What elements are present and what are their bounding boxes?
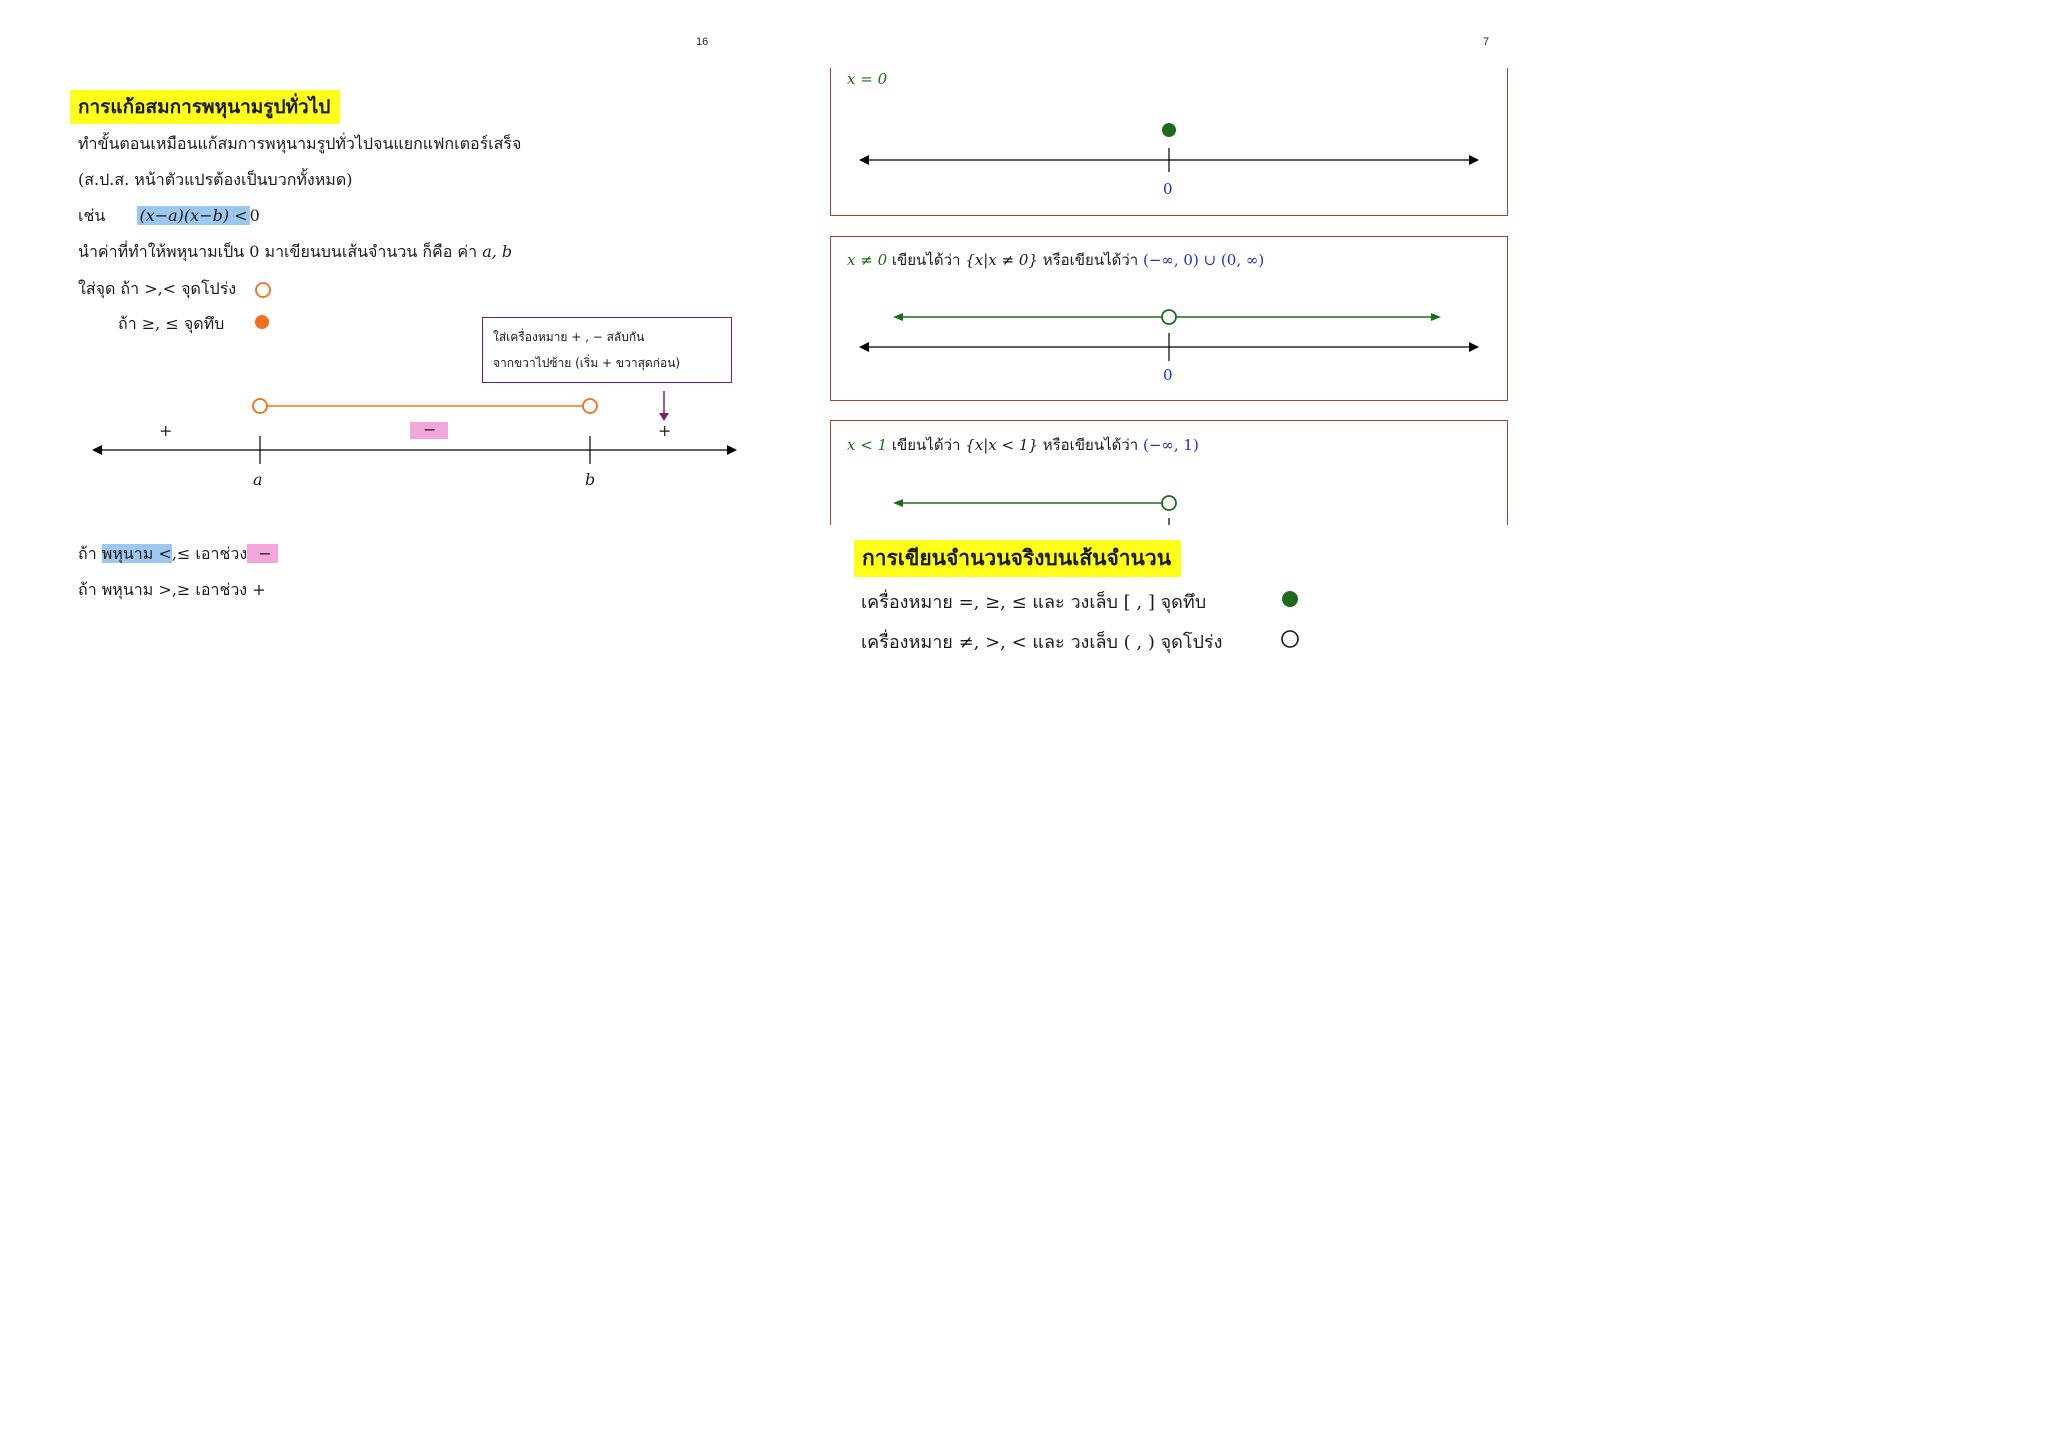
sign-middle: − (423, 420, 437, 439)
box2-text2: หรือเขียนได้ว่า (1037, 251, 1143, 269)
sign-left: + (159, 421, 173, 440)
box3-text2: หรือเขียนได้ว่า (1037, 436, 1143, 454)
box2-text1: เขียนได้ว่า (887, 251, 966, 269)
box1-number-line (859, 123, 1479, 172)
rule-lt-poly: พหุนาม < (101, 544, 172, 563)
box2-right-arrow-icon (1469, 342, 1479, 352)
instruction-line-4: นำค่าที่ทำให้พหุนามเป็น 0 มาเขียนบนเส้นจ… (78, 240, 512, 265)
rule-lt-rest: ,≤ เอาช่วง (171, 544, 248, 563)
box3-text1: เขียนได้ว่า (887, 436, 966, 454)
box2-tick-label: 0 (1163, 366, 1173, 384)
box3-set: {x|x < 1} (965, 436, 1038, 454)
axis-right-arrow-icon (727, 445, 737, 455)
box3-expr: x < 1 (847, 436, 888, 454)
example-line: เช่น (x−a)(x−b) <0 (78, 204, 260, 229)
box3-open-dot (1161, 495, 1177, 511)
box3-interval: (−∞, 1) (1142, 436, 1199, 454)
box2-number-line (859, 309, 1479, 361)
rule-greater-than: ถ้า พหุนาม >,≥ เอาช่วง + (78, 580, 266, 599)
box1-tick-label: 0 (1163, 180, 1173, 198)
instruction-line-1: ทำขั้นตอนเหมือนแก้สมการพหุนามรูปทั่วไปจน… (78, 134, 522, 153)
axis-left-arrow-icon (92, 445, 102, 455)
number-line-diagram (92, 391, 737, 464)
instruction-line-4-text: นำค่าที่ทำให้พหุนามเป็น 0 มาเขียนบนเส้นจ… (78, 242, 478, 261)
right-page: 7 x = 0 0 x ≠ 0 เขียนได้ว่า {x|x ≠ 0} หร… (784, 0, 1568, 1108)
box2-set: {x|x ≠ 0} (965, 251, 1038, 269)
instruction-line-4-vars: a, b (482, 242, 513, 261)
instruction-line-2: (ส.ป.ส. หน้าตัวแปรต้องเป็นบวกทั้งหมด) (78, 170, 353, 189)
rule-lt-sign: − (247, 544, 278, 563)
box3-expression: x < 1 เขียนได้ว่า {x|x < 1} หรือเขียนได้… (847, 433, 1199, 457)
page-number: 7 (1483, 36, 1490, 48)
example-expression: (x−a)(x−b) < (137, 206, 250, 225)
example-box-not-equal: x ≠ 0 เขียนได้ว่า {x|x ≠ 0} หรือเขียนได้… (830, 236, 1508, 401)
left-page: 16 การแก้อสมการพหุนามรูปทั่วไป ทำขั้นตอน… (0, 0, 784, 1108)
section-heading: การแก้อสมการพหุนามรูปทั่วไป (70, 90, 341, 124)
box2-ray-right-arrow-icon (1431, 313, 1441, 321)
closed-dot-icon (255, 315, 269, 329)
rule-lt-prefix: ถ้า (78, 544, 97, 563)
legend-open-rule: เครื่องหมาย ≠, >, < และ วงเล็บ ( , ) จุด… (861, 632, 1223, 653)
open-endpoint-a (252, 398, 268, 414)
example-rhs: 0 (249, 206, 260, 225)
tick-label-b: b (585, 470, 596, 489)
open-dot-icon (255, 282, 271, 298)
box2-interval: (−∞, 0) ∪ (0, ∞) (1142, 251, 1265, 269)
box1-expression: x = 0 (847, 70, 887, 88)
box2-expr: x ≠ 0 (847, 251, 888, 269)
box2-open-dot (1161, 309, 1177, 325)
open-dot-rule: ใส่จุด ถ้า >,< จุดโปร่ง (78, 279, 237, 298)
rule-less-than: ถ้า พหุนาม <,≤ เอาช่วง − (78, 542, 278, 567)
page-number: 16 (696, 36, 709, 48)
box2-left-arrow-icon (859, 342, 869, 352)
callout-line-1: ใส่เครื่องหมาย + , − สลับกัน (493, 330, 645, 344)
box2-ray-left-arrow-icon (893, 313, 903, 321)
box3-number-line (893, 495, 1177, 525)
example-box-equal: x = 0 0 (830, 68, 1508, 216)
box1-expr: x = 0 (847, 70, 888, 88)
example-box-less-than: x < 1 เขียนได้ว่า {x|x < 1} หรือเขียนได้… (830, 420, 1508, 525)
box1-right-arrow-icon (1469, 155, 1479, 165)
section-heading: การเขียนจำนวนจริงบนเส้นจำนวน (854, 540, 1182, 577)
box2-expression: x ≠ 0 เขียนได้ว่า {x|x ≠ 0} หรือเขียนได้… (847, 248, 1264, 272)
callout-line-2: จากขวาไปซ้าย (เริ่ม + ขวาสุดก่อน) (493, 356, 681, 370)
callout-arrow-head-icon (659, 413, 669, 421)
sign-right: + (658, 421, 672, 440)
tick-label-a: a (253, 470, 263, 489)
legend-open-dot-icon (1281, 630, 1299, 648)
open-endpoint-b (582, 398, 598, 414)
closed-dot-zero (1162, 123, 1176, 137)
sign-middle-highlight (410, 422, 448, 439)
box3-ray-left-arrow-icon (893, 499, 903, 507)
sign-callout: ใส่เครื่องหมาย + , − สลับกัน จากขวาไปซ้า… (482, 317, 732, 383)
legend-closed-rule: เครื่องหมาย =, ≥, ≤ และ วงเล็บ [ , ] จุด… (861, 592, 1207, 613)
closed-dot-rule: ถ้า ≥, ≤ จุดทึบ (118, 314, 225, 333)
box1-left-arrow-icon (859, 155, 869, 165)
legend-closed-dot-icon (1282, 591, 1298, 607)
example-label: เช่น (78, 206, 106, 225)
